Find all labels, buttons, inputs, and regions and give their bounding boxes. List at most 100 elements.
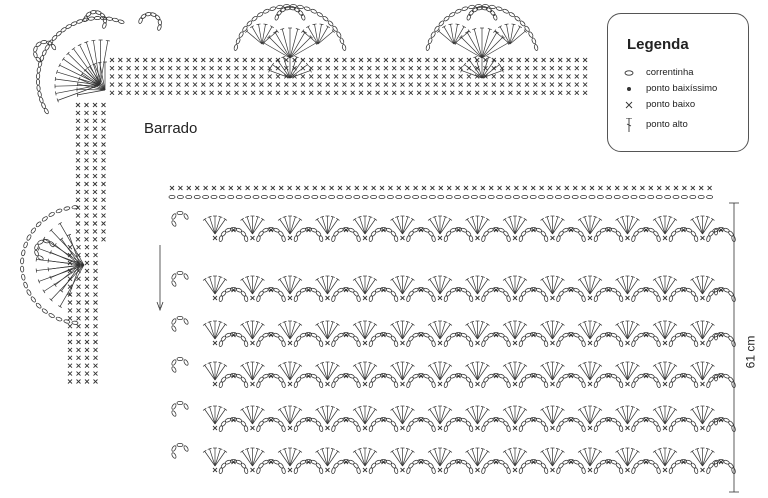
chain-mark	[353, 194, 361, 200]
dc-top	[593, 275, 598, 278]
single-crochet-mark	[200, 57, 206, 63]
dc-stroke	[702, 276, 709, 295]
dc-stroke	[466, 31, 483, 59]
chain-mark	[461, 5, 469, 12]
single-crochet-mark	[456, 227, 461, 233]
single-crochet-mark	[325, 57, 331, 63]
single-crochet-mark	[564, 185, 570, 191]
chain-mark	[557, 461, 565, 470]
dc-top	[427, 322, 432, 326]
single-crochet-mark	[287, 425, 293, 431]
dc-top	[710, 363, 715, 367]
dc-top	[598, 407, 603, 411]
dc-top	[335, 217, 340, 221]
dc-stroke	[38, 248, 85, 266]
dc-stroke	[354, 279, 366, 295]
single-crochet-mark	[75, 142, 81, 147]
dc-stroke	[289, 28, 299, 59]
chain-mark	[294, 461, 303, 470]
dc-stroke	[252, 451, 264, 467]
dc-top	[315, 217, 320, 221]
dc-stroke	[316, 365, 328, 381]
chain-mark	[355, 234, 362, 243]
dc-stroke	[471, 362, 478, 381]
dc-stroke	[659, 362, 666, 381]
single-crochet-mark	[362, 185, 368, 191]
single-crochet-mark	[101, 102, 106, 108]
dc-stroke	[579, 451, 591, 467]
dc-stroke	[321, 362, 328, 381]
dc-top	[315, 363, 320, 367]
single-crochet-mark	[75, 134, 81, 140]
single-crochet-mark	[408, 57, 414, 63]
chain-mark	[32, 51, 39, 59]
dc-stroke	[252, 219, 264, 235]
single-crochet-mark	[455, 185, 461, 191]
single-crochet-mark	[480, 185, 486, 191]
dc-top	[71, 47, 76, 51]
chain-mark	[257, 289, 265, 298]
chain-mark	[580, 424, 587, 433]
single-crochet-mark	[341, 82, 347, 88]
dc-top	[207, 320, 212, 323]
chain-mark	[468, 294, 474, 303]
single-crochet-mark	[225, 57, 231, 63]
dc-stroke	[481, 28, 491, 59]
dc-stroke	[627, 216, 634, 235]
dc-stroke	[429, 219, 441, 235]
dc-stroke	[589, 276, 596, 295]
single-crochet-mark	[400, 381, 405, 387]
chain-mark	[243, 294, 249, 303]
dc-top	[202, 449, 207, 453]
dc-top	[555, 275, 560, 278]
dc-stroke	[241, 279, 253, 295]
dc-top	[668, 215, 673, 218]
single-crochet-mark	[303, 185, 309, 191]
dc-stroke	[279, 365, 291, 381]
dc-top	[518, 447, 523, 450]
dc-top	[593, 361, 598, 364]
dc-stroke	[627, 406, 634, 425]
single-crochet-mark	[84, 307, 90, 313]
single-crochet-mark	[167, 73, 173, 79]
chain-mark	[94, 9, 103, 16]
chain-mark	[35, 220, 43, 228]
dc-stroke	[514, 279, 526, 295]
chain-mark	[707, 334, 715, 343]
dc-top	[56, 98, 59, 103]
dc-top	[498, 25, 502, 28]
dc-stroke	[509, 321, 516, 340]
chain-mark	[294, 375, 303, 384]
dc-top	[545, 447, 550, 450]
single-crochet-mark	[84, 339, 90, 345]
single-crochet-mark	[418, 459, 424, 465]
dc-top	[202, 217, 207, 221]
dc-top	[523, 217, 528, 221]
dc-stroke	[252, 321, 259, 340]
single-crochet-mark	[557, 57, 563, 63]
dc-stroke	[589, 406, 596, 425]
legend-box: Legenda correntinha ponto baixíssimo pon…	[607, 13, 749, 152]
single-crochet-mark	[345, 185, 351, 191]
dc-stroke	[279, 451, 291, 467]
dc-stroke	[43, 238, 85, 266]
dc-top	[80, 72, 84, 77]
chain-mark	[219, 419, 228, 428]
dc-stroke	[321, 406, 328, 425]
single-crochet-mark	[549, 82, 555, 88]
single-crochet-mark	[292, 82, 298, 88]
dc-top	[593, 215, 598, 218]
chain-mark	[170, 358, 178, 367]
single-crochet-mark	[101, 110, 106, 116]
dc-stroke	[354, 219, 366, 235]
chain-mark	[318, 234, 324, 243]
single-crochet-mark	[662, 381, 668, 387]
single-crochet-mark	[381, 227, 386, 233]
dc-top	[275, 58, 280, 62]
chain-mark	[280, 380, 287, 389]
dc-top	[223, 449, 228, 453]
dc-top	[395, 215, 400, 218]
dc-stroke	[289, 409, 301, 425]
single-crochet-mark	[375, 57, 381, 63]
dc-top	[335, 277, 340, 281]
